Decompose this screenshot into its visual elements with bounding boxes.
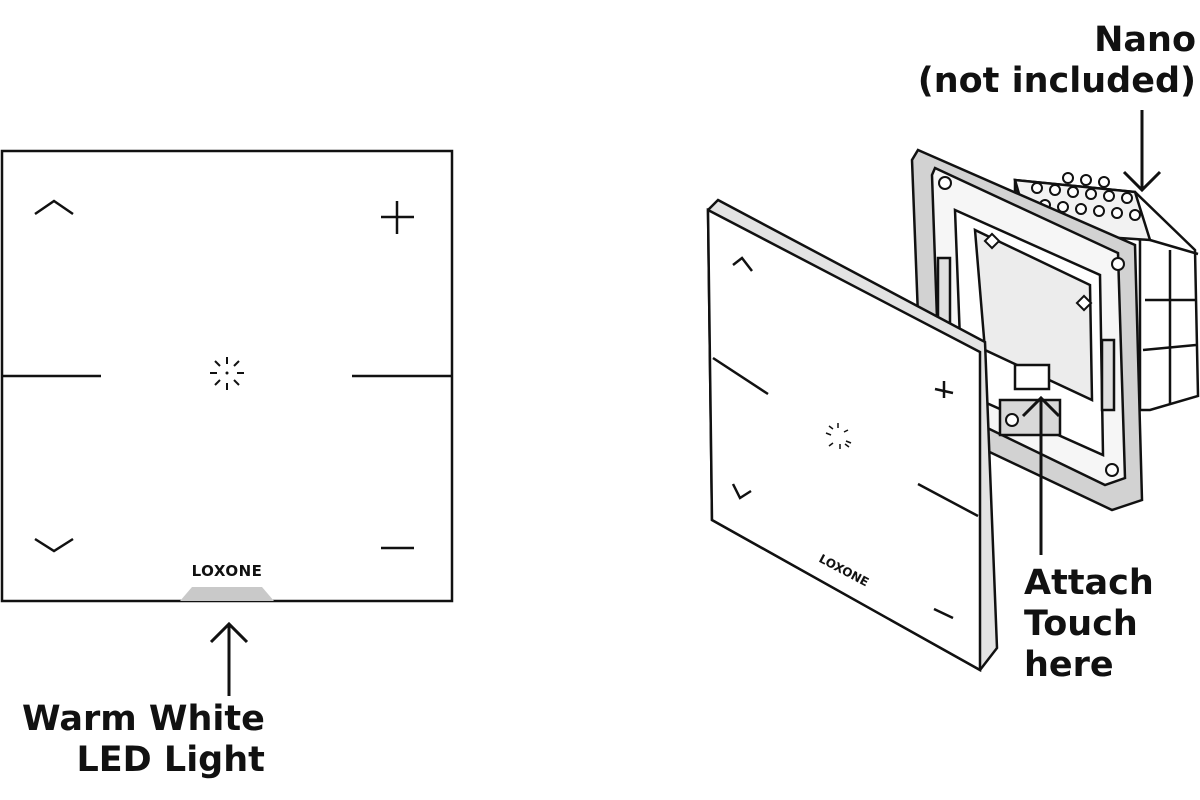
nano-label: Nano (not included) — [918, 20, 1196, 102]
led-label-line2: LED Light — [76, 740, 265, 780]
touch-panel-3d — [706, 198, 999, 673]
nano-arrow-icon — [1122, 110, 1162, 193]
chevron-down-icon — [34, 537, 74, 553]
attach-label-line2: Touch — [1024, 604, 1138, 644]
attach-label-line1: Attach — [1024, 563, 1154, 603]
mounting-view: LOXONE — [706, 110, 1200, 673]
chevron-up-icon — [34, 199, 74, 216]
light-center-dot — [225, 371, 229, 375]
nano-label-line1: Nano — [1094, 20, 1196, 60]
frame-screw-holes — [938, 176, 1125, 477]
led-arrow-icon — [209, 621, 249, 696]
led-light-label: Warm White LED Light — [22, 699, 265, 781]
light-sun-icon — [210, 357, 244, 390]
led-light-strip — [180, 587, 274, 601]
nano-label-line2: (not included) — [917, 61, 1196, 101]
led-label-line1: Warm White — [22, 699, 265, 739]
front-brand-logo: LOXONE — [192, 562, 263, 580]
panel-light-icon — [825, 423, 852, 449]
attach-label-line3: here — [1024, 645, 1114, 685]
attach-touch-label: Attach Touch here — [1024, 563, 1154, 686]
front-view-panel: LOXONE — [0, 149, 454, 696]
plus-icon — [381, 201, 414, 234]
attach-arrow-icon — [1021, 395, 1061, 555]
